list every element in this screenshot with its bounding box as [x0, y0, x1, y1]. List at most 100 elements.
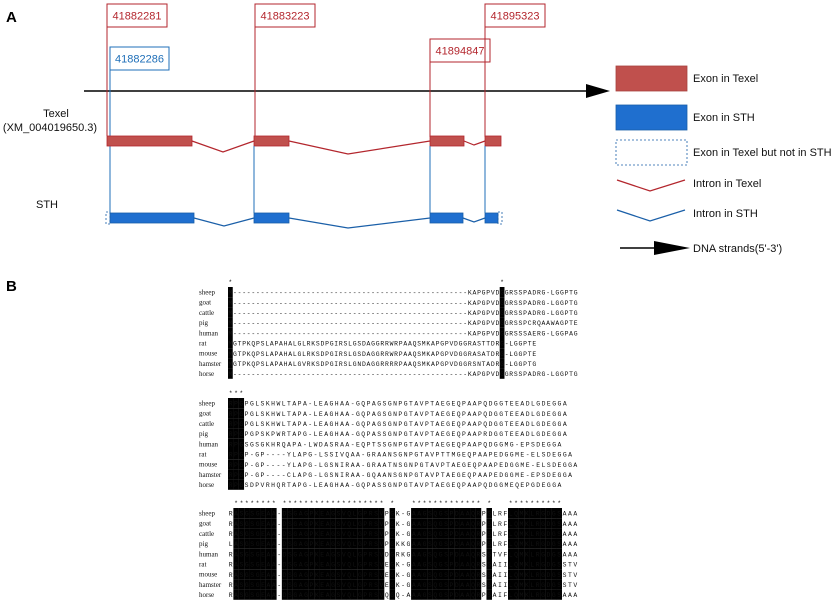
residue: N: [393, 441, 397, 448]
conserved-residue-shade: [448, 548, 455, 559]
residue: -: [367, 371, 371, 378]
residue: H: [335, 411, 339, 418]
conserved-residue-shade: [362, 538, 369, 549]
residue: D: [489, 441, 493, 448]
residue: Q: [483, 421, 487, 428]
conserved-residue-shade: [362, 528, 369, 539]
residue: L: [530, 511, 534, 518]
residue: K: [315, 531, 319, 538]
conserved-residue-shade: [238, 469, 245, 480]
residue: S: [428, 551, 432, 558]
residue: D: [489, 401, 493, 408]
residue: -: [279, 371, 283, 378]
conserved-residue-shade: [556, 528, 562, 539]
conservation-mark: *: [514, 500, 518, 507]
residue: L: [509, 521, 513, 528]
residue: P: [399, 341, 403, 348]
residue: A: [414, 401, 418, 408]
residue: A: [351, 462, 355, 469]
residue: Q: [361, 421, 365, 428]
residue: V: [491, 290, 495, 297]
residue: -: [339, 330, 343, 337]
conserved-residue-shade: [228, 338, 233, 349]
residue: G: [406, 521, 410, 528]
conserved-residue-shade: [513, 569, 519, 580]
conserved-residue-shade: [238, 418, 245, 429]
residue: E: [520, 472, 524, 479]
residue: A: [326, 562, 330, 569]
residue: E: [547, 411, 551, 418]
residue: -: [256, 330, 260, 337]
residue: D: [547, 452, 551, 459]
residue: -: [297, 371, 301, 378]
conserved-residue-shade: [281, 518, 288, 529]
residue: L: [530, 551, 534, 558]
residue: G: [250, 401, 254, 408]
residue: I: [503, 572, 507, 579]
residue: R: [282, 482, 286, 489]
conserved-residue-shade: [228, 449, 234, 460]
residue: -: [426, 290, 430, 297]
residue: P: [482, 541, 486, 548]
residue: P: [486, 330, 490, 337]
residue: -: [284, 371, 288, 378]
residue: L: [531, 431, 535, 438]
residue: R: [498, 531, 502, 538]
residue: -: [422, 330, 426, 337]
residue: -: [242, 371, 246, 378]
residue: G: [245, 511, 249, 518]
residue: E: [510, 421, 514, 428]
residue: V: [380, 541, 384, 548]
residue: -: [233, 320, 237, 327]
residue: L: [353, 511, 357, 518]
residue: -: [362, 300, 366, 307]
residue: A: [483, 472, 487, 479]
residue: G: [245, 531, 249, 538]
residue: S: [374, 572, 378, 579]
residue: R: [369, 582, 373, 589]
residue: L: [509, 341, 513, 348]
residue: -: [515, 441, 519, 448]
conserved-residue-shade: [265, 569, 272, 580]
conserved-residue-shade: [378, 548, 385, 559]
residue: E: [441, 421, 445, 428]
residue: D: [499, 452, 503, 459]
residue: D: [455, 551, 459, 558]
residue: -: [357, 330, 361, 337]
conserved-residue-shade: [228, 327, 233, 338]
residue: E: [320, 592, 324, 599]
conserved-residue-shade: [378, 559, 385, 570]
conserved-residue-shade: [416, 548, 422, 559]
residue: P: [245, 472, 249, 479]
conservation-mark: *: [520, 500, 524, 507]
residue: Q: [385, 592, 389, 599]
conserved-residue-shade: [486, 559, 492, 570]
residue: S: [336, 572, 340, 579]
residue: D: [542, 401, 546, 408]
conserved-residue-shade: [233, 449, 239, 460]
conservation-mark: *: [423, 500, 427, 507]
residue: A: [520, 421, 524, 428]
residue: L: [282, 401, 286, 408]
conservation-mark: *: [299, 500, 303, 507]
conserved-residue-shade: [357, 538, 363, 549]
residue: -: [277, 592, 281, 599]
residue: L: [530, 541, 534, 548]
conserved-residue-shade: [551, 569, 557, 580]
residue: A: [345, 482, 349, 489]
residue: R: [229, 531, 233, 538]
residue: -: [274, 290, 278, 297]
alignment-block: ****************************************…: [199, 500, 577, 600]
conserved-residue-shade: [470, 569, 476, 580]
residue: A: [573, 521, 577, 528]
conserved-residue-shade: [454, 559, 460, 570]
residue: -: [282, 452, 286, 459]
residue: -: [454, 320, 458, 327]
residue: A: [412, 551, 416, 558]
species-label: cattle: [199, 530, 214, 538]
conserved-residue-shade: [308, 538, 315, 549]
residue: A: [234, 511, 238, 518]
residue: S: [542, 452, 546, 459]
residue: -: [348, 320, 352, 327]
residue: L: [353, 521, 357, 528]
